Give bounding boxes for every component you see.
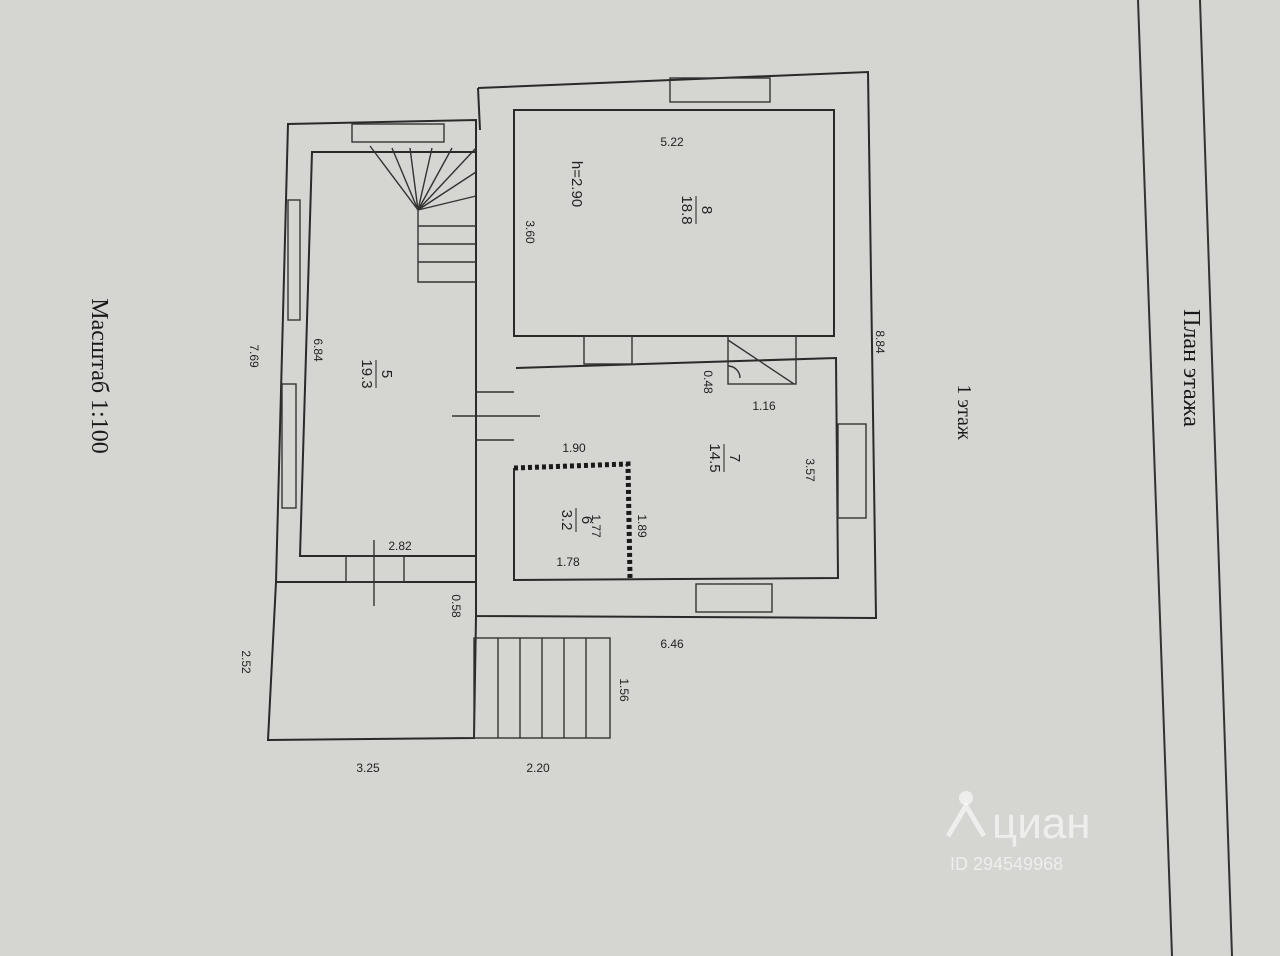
margin-line-1 xyxy=(1137,0,1173,956)
dim-0-58: 0.58 xyxy=(449,594,463,618)
ceiling-height: h=2.90 xyxy=(568,161,585,207)
margin-line-2 xyxy=(1199,0,1233,956)
interior-stairs xyxy=(369,145,477,283)
dim-6-46: 6.46 xyxy=(660,637,684,651)
dim-0-48: 0.48 xyxy=(701,370,715,394)
watermark-brand: циан xyxy=(992,799,1091,848)
watermark-logo-icon xyxy=(945,801,987,838)
dim-3-60: 3.60 xyxy=(523,220,537,244)
watermark-id: ID 294549968 xyxy=(950,854,1063,874)
room-6-area: 3.2 xyxy=(558,510,575,531)
porch-stairs xyxy=(473,637,611,739)
room-8-outline xyxy=(513,109,835,337)
room-7-area: 14.5 xyxy=(706,443,723,472)
dim-8-84: 8.84 xyxy=(873,330,887,354)
watermark-pin-icon xyxy=(959,791,973,805)
dim-1-78: 1.78 xyxy=(556,555,580,569)
watermark: циан ID 294549968 xyxy=(945,791,1091,874)
dim-7-69: 7.69 xyxy=(247,344,261,368)
room-8-label: 8 18.8 xyxy=(678,195,715,224)
room-7-number: 7 xyxy=(726,454,743,462)
room-7-outline xyxy=(513,356,840,582)
room-6-label: 6 3.2 xyxy=(558,508,595,532)
room-5-area: 19.3 xyxy=(358,359,375,388)
room-6-partition xyxy=(513,461,633,579)
chimney-duct xyxy=(727,335,797,385)
dim-1-16: 1.16 xyxy=(752,399,776,413)
dim-1-90: 1.90 xyxy=(562,441,586,455)
room-8-area: 18.8 xyxy=(678,195,695,224)
room-6-number: 6 xyxy=(578,516,595,524)
dim-6-84: 6.84 xyxy=(311,338,325,362)
dim-5-22: 5.22 xyxy=(660,135,684,149)
room-5-label: 5 19.3 xyxy=(358,359,395,388)
windows xyxy=(281,77,867,613)
dim-2-52: 2.52 xyxy=(239,650,253,674)
dim-1-89: 1.89 xyxy=(635,514,649,538)
dim-1-77: 1.77 xyxy=(589,514,603,538)
room-7-label: 7 14.5 xyxy=(706,443,743,472)
doors xyxy=(373,335,633,606)
scale-label: Масштаб 1:100 xyxy=(86,298,112,453)
dim-3-57: 3.57 xyxy=(803,458,817,482)
room-5-number: 5 xyxy=(378,370,395,378)
dimension-labels: 5.22 3.60 8.84 7.69 6.84 0.48 1.16 1.90 … xyxy=(239,135,887,775)
dim-2-20: 2.20 xyxy=(526,761,550,775)
dim-2-82: 2.82 xyxy=(388,539,412,553)
dim-1-56: 1.56 xyxy=(617,678,631,702)
plan-title: План этажа xyxy=(1178,309,1204,427)
floor-label: 1 этаж xyxy=(953,384,975,439)
terrace-outline xyxy=(266,581,477,742)
dim-3-25: 3.25 xyxy=(356,761,380,775)
room-8-number: 8 xyxy=(698,206,715,214)
